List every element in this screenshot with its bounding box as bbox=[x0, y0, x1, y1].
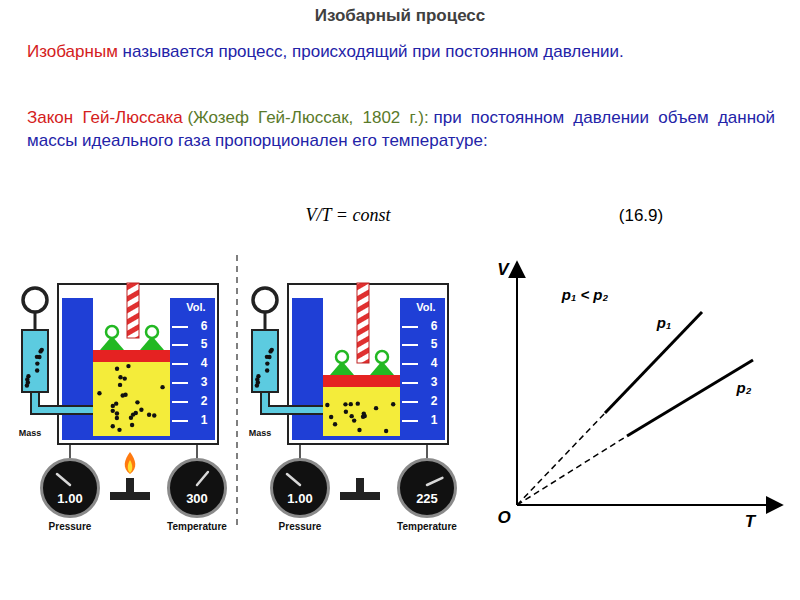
dial-needle bbox=[273, 461, 327, 515]
scale-number: 4 bbox=[201, 357, 208, 370]
pressure-relation: p₁ < p₂ bbox=[562, 287, 608, 304]
scale-title: Vol. bbox=[416, 301, 435, 313]
line-label: p₂ bbox=[737, 380, 752, 397]
pressure-gauge: 1.00Pressure bbox=[250, 458, 350, 532]
definition-text: называется процесс, происходящий при пос… bbox=[123, 42, 624, 61]
dial-face: 1.00 bbox=[40, 458, 100, 518]
dial-needle bbox=[43, 461, 97, 515]
scale-number: 1 bbox=[431, 414, 438, 427]
vt-graph bbox=[517, 262, 782, 505]
gauge-name: Temperature bbox=[397, 521, 457, 532]
equation-number: (16.9) bbox=[619, 207, 663, 226]
scale-number: 6 bbox=[201, 320, 208, 333]
scale-number: 4 bbox=[431, 357, 438, 370]
law-paragraph: Закон Гей-Люссака(Жозеф Гей-Люссак, 1802… bbox=[27, 106, 775, 153]
gauge-value: 225 bbox=[416, 491, 438, 515]
dial-face: 1.00 bbox=[270, 458, 330, 518]
pressure-gauge: 1.00Pressure bbox=[20, 458, 120, 532]
scale-title: Vol. bbox=[186, 301, 205, 313]
term: Изобарным bbox=[27, 42, 118, 61]
line-label: p₁ bbox=[657, 315, 671, 332]
gauge-value: 1.00 bbox=[57, 491, 82, 515]
separator bbox=[236, 255, 238, 528]
temperature-gauge: 225Temperature bbox=[377, 458, 477, 532]
law-author: (Жозеф Гей-Люссак, 1802 г.): bbox=[187, 108, 428, 127]
formula: V/T = const bbox=[306, 206, 391, 226]
gauge-value: 1.00 bbox=[287, 491, 312, 515]
dial-face: 225 bbox=[397, 458, 457, 518]
mass-label: Mass bbox=[19, 429, 42, 439]
scale-number: 1 bbox=[201, 414, 208, 427]
scale-number: 3 bbox=[431, 376, 438, 389]
scale-number: 6 bbox=[431, 320, 438, 333]
origin-label: O bbox=[497, 509, 510, 528]
dial-needle bbox=[400, 461, 454, 515]
scale-number: 2 bbox=[201, 395, 208, 408]
dial-face: 300 bbox=[167, 458, 227, 518]
gauge-name: Temperature bbox=[167, 521, 227, 532]
scale-number: 2 bbox=[431, 395, 438, 408]
scale-number: 3 bbox=[201, 376, 208, 389]
definition-paragraph: Изобарным называется процесс, происходящи… bbox=[27, 40, 775, 63]
axis-label: T bbox=[745, 513, 755, 532]
scale-number: 5 bbox=[431, 338, 438, 351]
law-name: Закон Гей-Люссака bbox=[27, 108, 183, 127]
scale-number: 5 bbox=[201, 338, 208, 351]
axis-label: V bbox=[497, 261, 508, 280]
gauge-name: Pressure bbox=[49, 521, 92, 532]
gauge-name: Pressure bbox=[279, 521, 322, 532]
mass-label: Mass bbox=[249, 429, 272, 439]
slide-title: Изобарный процесс bbox=[0, 6, 800, 26]
temperature-gauge: 300Temperature bbox=[147, 458, 247, 532]
dial-needle bbox=[170, 461, 224, 515]
gauge-value: 300 bbox=[186, 491, 208, 515]
